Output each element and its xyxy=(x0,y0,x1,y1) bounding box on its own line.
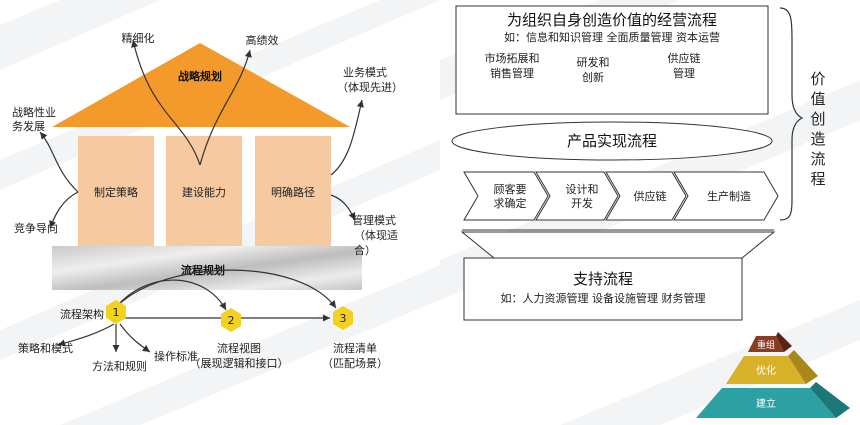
pyramid-label-bottom: 建立 xyxy=(756,397,776,410)
pillar-label-3: 明确路径 xyxy=(271,186,315,199)
process-diagram: 为组织自身创造价值的经营流程 如：信息和知识管理 全面质量管理 资本运营 市场拓… xyxy=(451,5,850,418)
chevron-2-a: 设计和 xyxy=(566,183,599,196)
vertical-char-6: 程 xyxy=(810,170,825,188)
pyramid-bottom xyxy=(696,388,836,418)
step-hex-2 xyxy=(221,308,241,332)
pillar-3 xyxy=(255,136,331,246)
vertical-char-1: 价 xyxy=(810,70,825,88)
label-mgmt-model-2: （体现适 xyxy=(354,228,398,242)
arc-step-1-3 xyxy=(117,269,337,309)
label-mgmt-model-3: 合） xyxy=(354,243,376,257)
pyramid-middle xyxy=(726,356,806,384)
arrow-competition xyxy=(49,191,79,229)
arrow-mgmt-model xyxy=(330,194,356,221)
vertical-char-4: 造 xyxy=(810,130,825,148)
chevron-1 xyxy=(463,171,549,221)
right-brace xyxy=(779,7,804,221)
mgmt-item-1a: 市场拓展和 xyxy=(485,51,540,65)
chevron-1-b: 求确定 xyxy=(494,196,527,210)
vertical-char-3: 创 xyxy=(810,110,825,128)
mgmt-item-2b: 创新 xyxy=(582,70,604,84)
step-label-3a: 流程清单 xyxy=(333,341,377,355)
pyramid-top xyxy=(748,336,784,352)
pillar-label-1: 制定策略 xyxy=(94,185,138,199)
mgmt-item-3a: 供应链 xyxy=(668,51,701,65)
management-title: 为组织自身创造价值的经营流程 xyxy=(507,11,717,29)
support-funnel xyxy=(460,231,776,259)
arrow-business-model xyxy=(330,99,364,176)
chevron-2 xyxy=(535,171,619,221)
chevron-2-b: 开发 xyxy=(571,196,593,210)
label-performance: 高绩效 xyxy=(246,33,279,47)
step-label-3b: （匹配场景） xyxy=(322,356,388,370)
step-label-2a: 流程视图 xyxy=(217,341,261,355)
label-strategic-1: 战略性业 xyxy=(12,105,56,119)
management-box xyxy=(455,5,769,115)
sub-label-strategy: 策略和模式 xyxy=(18,341,73,355)
pillar-2 xyxy=(166,136,242,246)
pillar-1 xyxy=(78,136,154,246)
arrow-performance xyxy=(199,49,252,166)
support-title: 支持流程 xyxy=(573,270,633,288)
chevron-4 xyxy=(673,171,779,221)
chevron-3 xyxy=(605,171,687,221)
step-label-1: 流程架构 xyxy=(60,307,104,321)
support-subtitle: 如：人力资源管理 设备设施管理 财务管理 xyxy=(501,291,706,305)
sub-label-method: 方法和规则 xyxy=(92,359,147,373)
chevron-4-a: 生产制造 xyxy=(707,189,751,203)
sub-label-operation: 操作标准 xyxy=(154,349,198,363)
roof-label: 战略规划 xyxy=(178,69,222,83)
step-num-2: 2 xyxy=(228,314,235,327)
mgmt-item-2a: 研发和 xyxy=(577,55,610,69)
label-strategic-2: 务发展 xyxy=(12,119,45,133)
pyramid-top-side xyxy=(776,332,792,352)
step-label-2b: （展现逻辑和接口） xyxy=(190,356,289,370)
product-flow-ellipse xyxy=(451,121,773,161)
product-flow-label: 产品实现流程 xyxy=(567,132,657,150)
roof xyxy=(52,43,350,127)
vertical-char-5: 流 xyxy=(810,150,825,168)
step-num-1: 1 xyxy=(113,306,120,319)
mgmt-item-3b: 管理 xyxy=(673,66,695,80)
label-business-model-2: （体现先进） xyxy=(337,80,403,94)
arrow-refine xyxy=(131,39,201,166)
label-refine: 精细化 xyxy=(122,31,155,45)
step-hex-3 xyxy=(333,306,353,330)
support-box xyxy=(463,257,743,321)
pyramid-label-middle: 优化 xyxy=(756,364,776,377)
marble-base xyxy=(52,246,362,290)
arrow-strategic xyxy=(39,131,79,193)
mgmt-item-1b: 销售管理 xyxy=(490,66,534,80)
house-diagram: 战略规划 制定策略 建设能力 明确路径 流程规划 精细化 高绩效 战略性业 务发… xyxy=(12,31,403,373)
arc-step-1-2 xyxy=(117,279,227,311)
label-mgmt-model-1: 管理模式 xyxy=(352,213,396,227)
label-business-model-1: 业务模式 xyxy=(343,66,387,79)
label-competition: 竞争导向 xyxy=(14,221,58,235)
step-num-3: 3 xyxy=(340,312,347,325)
management-subtitle: 如：信息和知识管理 全面质量管理 资本运营 xyxy=(504,30,720,44)
chevron-1-a: 顾客要 xyxy=(494,182,527,196)
pyramid-bottom-side xyxy=(810,382,850,418)
chevron-3-a: 供应链 xyxy=(634,189,667,203)
pyramid-label-top: 重组 xyxy=(757,339,775,351)
step-hex-1 xyxy=(106,300,126,324)
pillar-label-2: 建设能力 xyxy=(182,185,226,199)
pyramid-middle-side xyxy=(788,350,818,384)
arrow-operation-std xyxy=(119,323,151,353)
arrow-strategy-mode xyxy=(57,323,115,347)
vertical-char-2: 值 xyxy=(810,90,825,108)
